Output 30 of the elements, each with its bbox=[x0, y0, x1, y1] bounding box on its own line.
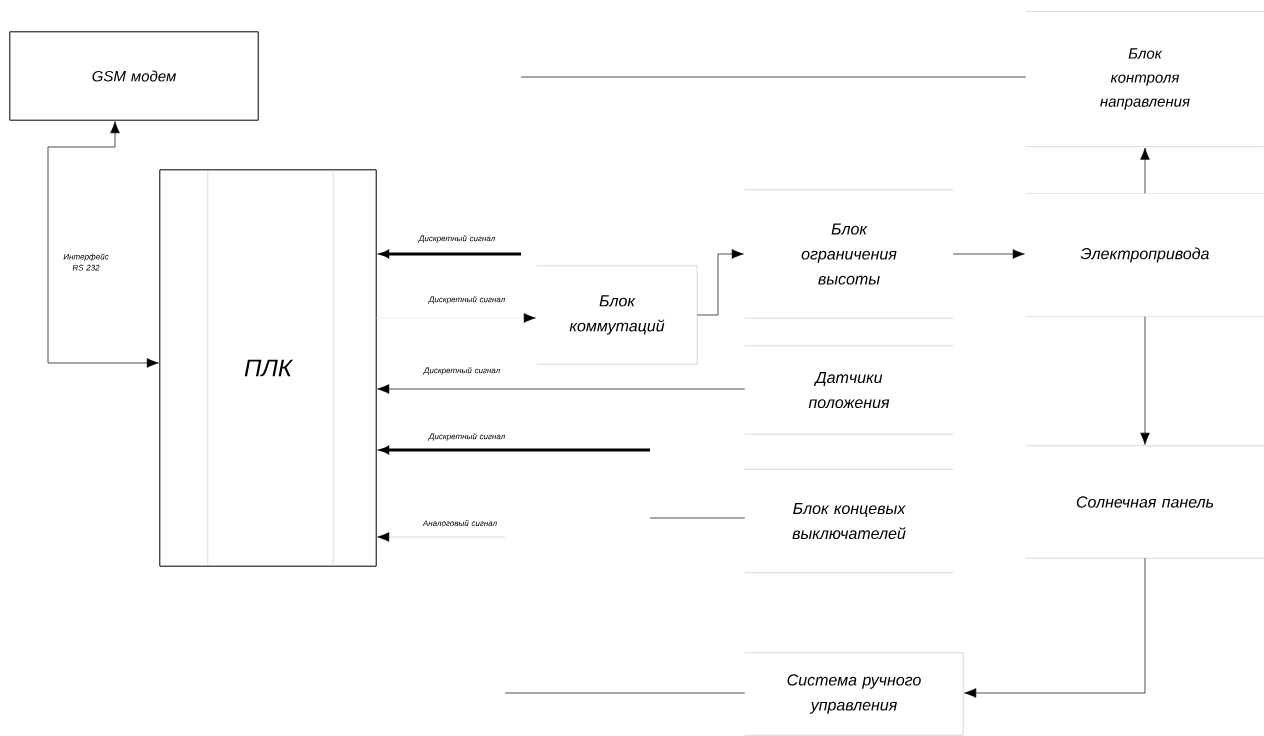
block-band: Блок концевых выключателей bbox=[744, 469, 954, 573]
arrow bbox=[380, 250, 521, 258]
modem-box: GSM модем bbox=[9, 31, 259, 121]
connector-line bbox=[520, 76, 1027, 78]
arrow bbox=[377, 384, 746, 394]
edge-label: Дискретный сигнал bbox=[418, 235, 496, 243]
block-box: Блок коммутаций bbox=[536, 265, 698, 365]
edge-label: Дискретный сигнал bbox=[423, 367, 501, 375]
block-band: Датчики положения bbox=[744, 345, 954, 435]
block-band: Электропривода bbox=[1025, 193, 1264, 317]
arrow bbox=[964, 557, 1146, 698]
arrow bbox=[696, 249, 744, 316]
block-band: Блок контроля направления bbox=[1025, 11, 1264, 147]
block-band: Солнечная панель bbox=[1025, 445, 1264, 559]
controller-box: ПЛК bbox=[159, 169, 377, 567]
arrow bbox=[1140, 316, 1150, 445]
connector-line bbox=[504, 692, 746, 694]
block-box: Система ручного управления bbox=[744, 652, 964, 736]
arrow bbox=[1140, 147, 1150, 194]
edge-label: Интерфейс RS 232 bbox=[63, 253, 109, 271]
arrow bbox=[47, 121, 159, 368]
edge-label: Дискретный сигнал bbox=[428, 433, 506, 441]
block-band: Блок ограничения высоты bbox=[744, 189, 954, 319]
edge-label: Дискретный сигнал bbox=[428, 296, 506, 304]
arrow bbox=[377, 532, 506, 542]
arrow bbox=[375, 313, 536, 323]
arrow bbox=[380, 446, 650, 454]
arrow bbox=[952, 249, 1025, 259]
edge-label: Аналоговый сигнал bbox=[422, 520, 497, 526]
connector-line bbox=[649, 517, 746, 519]
